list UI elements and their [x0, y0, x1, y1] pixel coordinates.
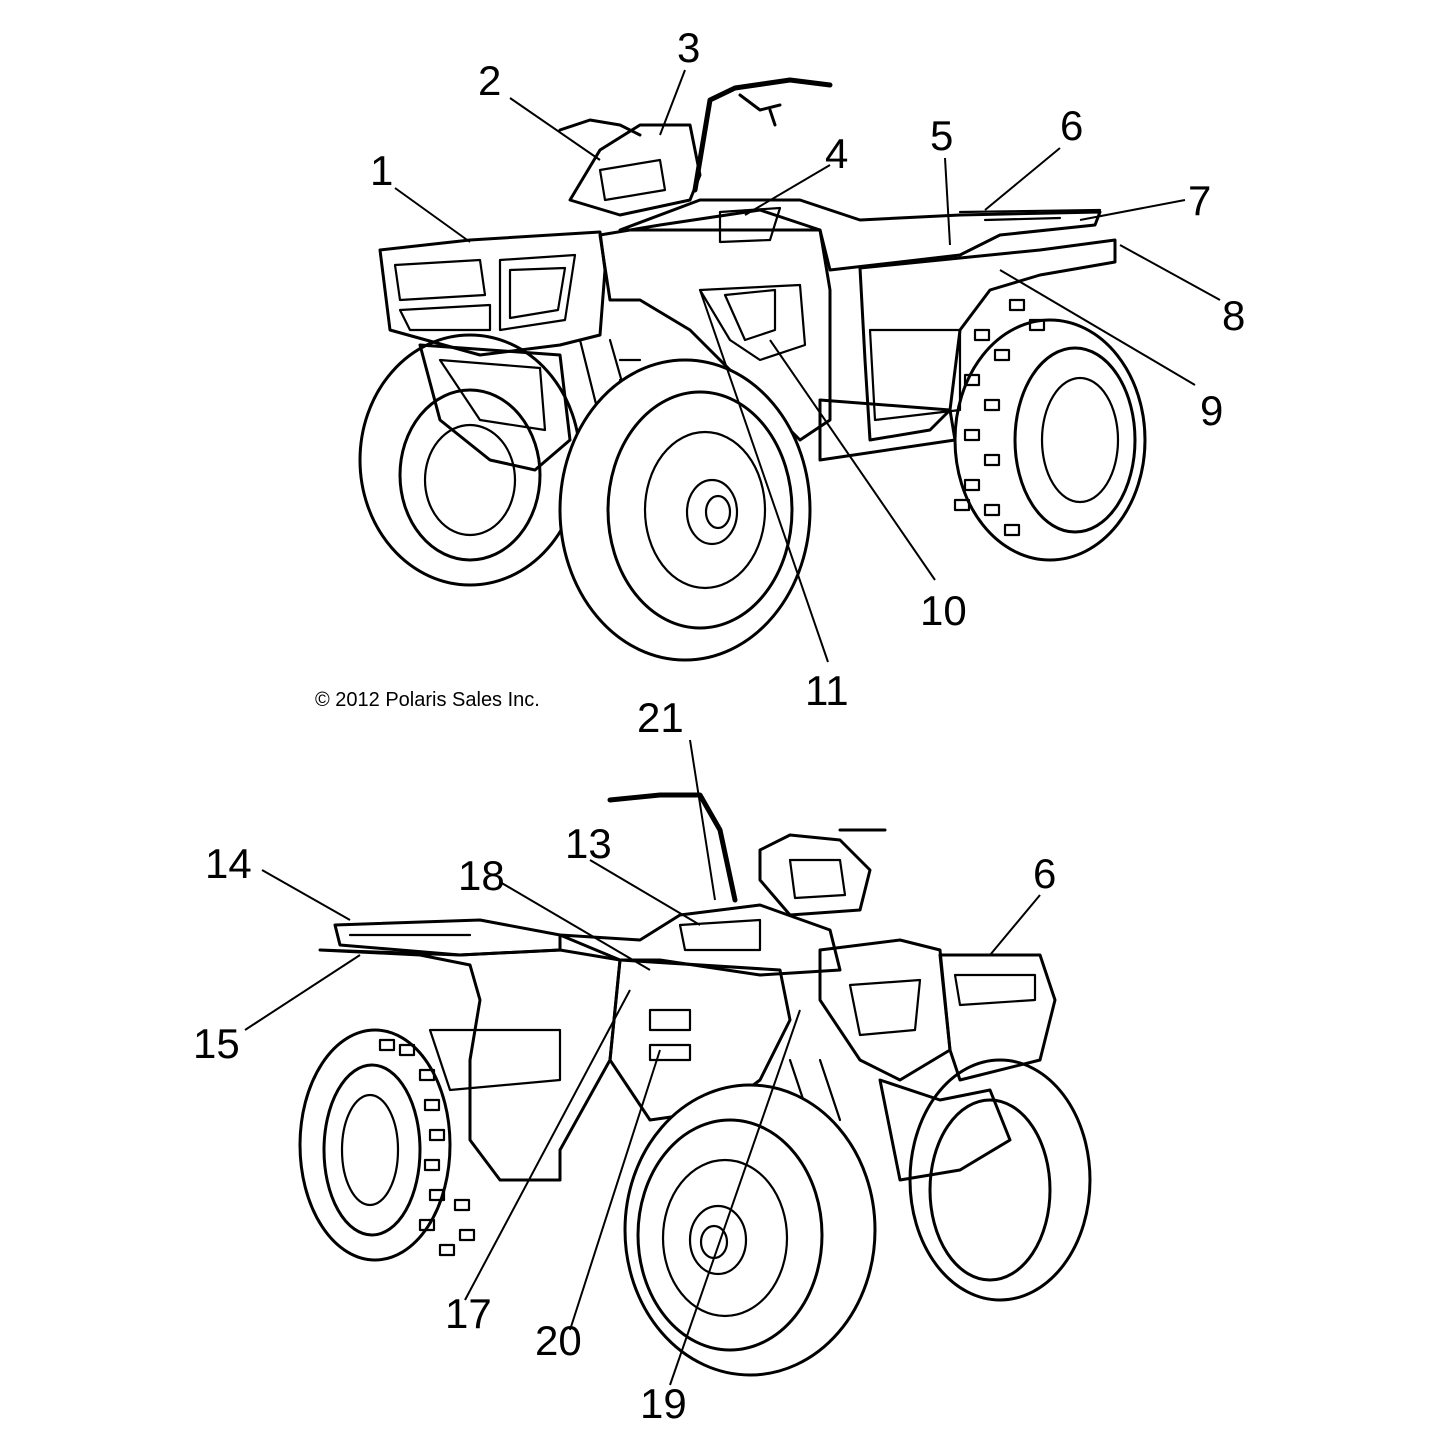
atv-bottom-illustration	[298, 792, 1092, 1377]
callout-21: 21	[637, 694, 684, 741]
bottom-rear-wheel	[298, 1028, 476, 1262]
top-leader-lines	[394, 69, 1221, 663]
callout-6b: 6	[1033, 850, 1056, 897]
copyright-notice: © 2012 Polaris Sales Inc.	[315, 689, 540, 711]
callout-5: 5	[930, 112, 953, 159]
callout-10: 10	[920, 587, 967, 634]
top-body	[378, 77, 1117, 472]
callout-6: 6	[1060, 102, 1083, 149]
callout-19: 19	[640, 1380, 687, 1427]
bottom-leader-lines	[244, 739, 1041, 1386]
top-callouts: 1 2 3 4 5 6 7 8 9 10 11	[370, 24, 1245, 714]
callout-14: 14	[205, 840, 252, 887]
callout-18: 18	[458, 852, 505, 899]
callout-8: 8	[1222, 292, 1245, 339]
bottom-callouts: 21 13 18 14 6 15 17 20 19	[193, 694, 1056, 1427]
callout-9: 9	[1200, 387, 1223, 434]
callout-13: 13	[565, 820, 612, 867]
callout-4: 4	[825, 130, 848, 177]
top-front-right-wheel	[558, 358, 812, 662]
top-rear-wheel	[953, 298, 1147, 562]
callout-3: 3	[677, 24, 700, 71]
callout-2: 2	[478, 57, 501, 104]
callout-17: 17	[445, 1290, 492, 1337]
bottom-near-wheel	[623, 1083, 877, 1377]
callout-1: 1	[370, 147, 393, 194]
callout-20: 20	[535, 1317, 582, 1364]
callout-11: 11	[805, 667, 849, 714]
callout-7: 7	[1188, 177, 1211, 224]
atv-top-illustration	[358, 77, 1147, 662]
bottom-front-far-wheel	[908, 1058, 1092, 1302]
callout-15: 15	[193, 1020, 240, 1067]
